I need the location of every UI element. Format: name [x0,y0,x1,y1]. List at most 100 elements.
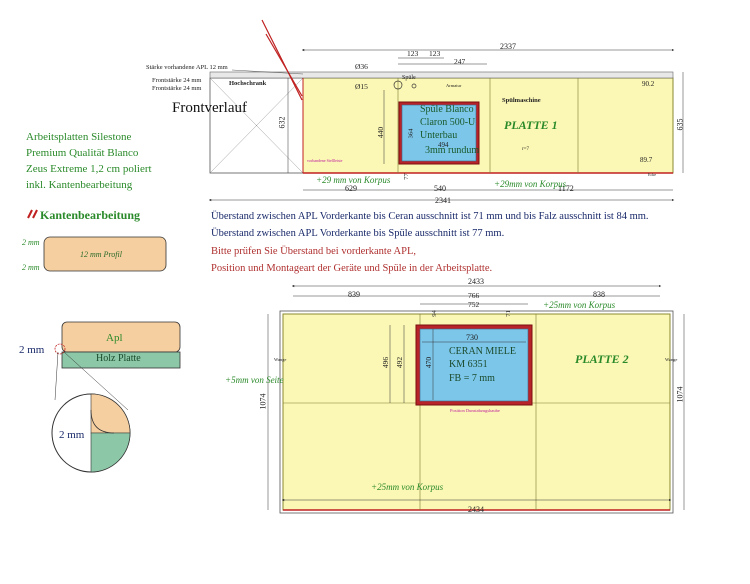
plate1-dim-440: 440 [376,126,386,139]
note-line-2: Überstand zwischen APL Vorderkante bis S… [211,228,505,239]
plate1-dim-1172: 1172 [558,184,574,193]
plate2-cook-line-1: CERAN MIELE [449,346,516,357]
plate2-seite: +5mm von Seite [225,375,284,385]
plate2-korpus-top: +25mm von Korpus [543,300,616,310]
plate2-cooktop [419,328,529,402]
plate2-dim-752: 752 [468,300,480,309]
plate1-dim-2337: 2337 [500,42,516,51]
holz-label: Holz Platte [96,353,141,364]
material-line-2: Premium Qualität Blanco [26,147,139,159]
plate1-dim-123b: 123 [429,49,441,58]
plate2-position-note: Position Dunstabzugshaube [450,408,500,413]
apl-label: Apl [106,332,123,344]
plate1-sink-line-3: Unterbau [420,130,458,141]
edge-detail-leader-1 [54,351,59,401]
plate2-dim-1074-right: 1074 [675,386,685,403]
plate1-tap-hole-small [411,83,417,89]
plate2-dim-838: 838 [593,290,605,299]
note-line-1: Überstand zwischen APL Vorderkante bis C… [211,211,649,222]
edge-profiles [27,209,181,473]
edge-detail-leader-2 [63,351,129,411]
plate1-dim-90: 90.2 [642,80,655,88]
plate2-dim-94: 94 [430,310,438,317]
note-line-3: Bitte prüfen Sie Überstand bei vorderkan… [211,246,416,257]
edge-detail-holz [90,432,131,473]
plate1-countertop [302,77,674,174]
plate1-dim-540: 540 [434,184,446,193]
plate1-sink-line-4: 3mm rundum [425,145,480,156]
plate1-hochschrank-cross2 [209,77,304,174]
plate1-korpus-left: +29 mm von Korpus [316,175,391,185]
plate2-wange-left: Wange [274,357,287,362]
plate1-dim-635: 635 [675,118,685,131]
plate1-spuelmaschine: Spülmaschine [502,97,541,104]
plate1-note-wall: Stärke vorhandene APL 12 mm [146,64,228,71]
plate1-dim-629: 629 [345,184,357,193]
plate2-dim-1074-left: 1074 [258,393,268,410]
plate2-cook-line-2: KM 6351 [449,359,488,370]
edge-thickness-bottom: 2 mm [22,263,40,272]
edge-thickness-top: 2 mm [22,238,40,247]
plate1-tap-hole-large [393,80,403,90]
frontverlauf-heading: Frontverlauf [172,100,247,116]
plate2-dim-470: 470 [424,356,434,369]
plate1-dim-77: 77 [402,173,410,180]
plate1-leader-red-1 [261,19,303,101]
material-line-4: inkl. Kantenbearbeitung [26,179,133,191]
plate2-dim-496: 496 [381,356,391,369]
plate1-hochschrank-label: Hochschrank [229,80,267,87]
plate1-eck-note: Ecke [648,172,656,177]
plate1-r7: r=7 [522,147,529,152]
plate2-dim-492: 492 [395,356,405,369]
plate1-back-strip [209,71,674,79]
plate1-dim-15: Ø15 [355,82,368,91]
plate2-dim-2434: 2434 [468,505,484,514]
edge-detail-rounding [90,409,115,434]
plate1-sink-basin [401,104,477,162]
material-line-3: Zeus Extreme 1,2 cm poliert [26,163,152,175]
plate1-group [208,19,684,202]
plate1-leader-note [231,69,304,75]
plate1-spuele-small: Spüle [402,75,416,81]
plate1-dim-2341: 2341 [435,196,451,205]
edge-detail-2mm-circle: 2 mm [59,429,85,441]
plate2-group [267,284,685,514]
plate2-dim-839: 839 [348,290,360,299]
plate2-outer-edge [279,310,674,514]
plate1-schiebe-note: vorhandene Stellleiste [307,158,343,163]
plate2-wange-right: Wange [665,357,678,362]
edge-detail-marker [54,343,66,355]
plate1-dim-897: 89.7 [640,156,653,164]
edge-slash-2 [32,209,38,219]
plate2-dim-2433: 2433 [468,277,484,286]
plate1-dim-364: 364 [407,128,415,139]
plate1-dim-247: 247 [454,57,466,66]
plate1-note-front1: Frontstärke 24 mm [152,77,202,84]
plate2-dim-766: 766 [468,291,480,300]
edge-profile-label: 12 mm Profil [80,250,122,259]
edge-title: Kantenbearbeitung [40,208,141,222]
plate2-cook-line-3: FB = 7 mm [449,373,495,384]
plate1-korpus-right: +29mm von Korpus [494,179,567,189]
plate2-label: PLATTE 2 [575,352,629,366]
plate1-dim-36: Ø36 [355,62,368,71]
plate1-sink-line-1: Spüle Blanco [420,104,474,115]
holz-layer [61,351,181,369]
plate1-note-front2: Frontstärke 24 mm [152,85,202,92]
material-line-1: Arbeitsplatten Silestone [26,131,132,143]
plate1-dim-494: 494 [438,141,449,149]
plate1-armatur: Armatur [446,83,462,88]
edge-profile-bar [43,236,167,272]
plate2-korpus-bottom: +25mm von Korpus [371,482,444,492]
plate1-label: PLATTE 1 [504,118,558,132]
plate2-dim-71: 71 [504,310,512,317]
plate2-dim-730: 730 [466,333,478,342]
plate1-leader-red-2 [265,33,303,97]
plate1-sink-line-2: Claron 500-U [420,117,476,128]
plate1-dim-632: 632 [277,116,287,129]
note-line-4: Position und Montageart der Geräte und S… [211,263,493,274]
plate1-dim-123a: 123 [407,49,419,58]
edge-slash-1 [27,209,33,219]
edge-detail-2mm-left: 2 mm [19,344,45,356]
